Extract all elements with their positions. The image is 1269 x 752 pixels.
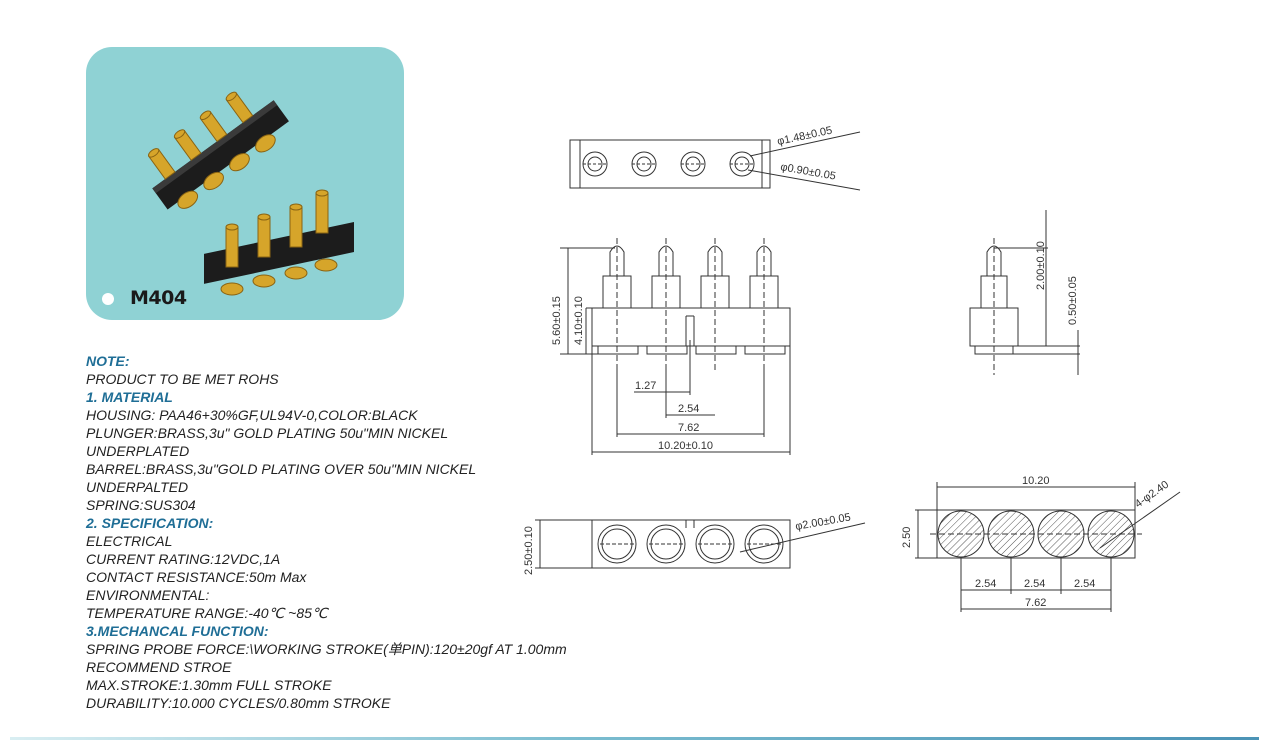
note-line: UNDERPLATED bbox=[86, 443, 190, 459]
note-heading: 2. SPECIFICATION: bbox=[86, 515, 214, 531]
dim-bottom-pad: φ2.00±0.05 bbox=[794, 511, 851, 533]
note-line: CURRENT RATING:12VDC,1A bbox=[86, 551, 281, 567]
dim-span: 7.62 bbox=[678, 422, 699, 434]
note-line: TEMPERATURE RANGE:-40℃ ~85℃ bbox=[86, 605, 328, 621]
dim-pcb-length: 10.20 bbox=[1022, 475, 1050, 487]
dim-side-step: 0.50±0.05 bbox=[1067, 276, 1079, 325]
note-line: DURABILITY:10.000 CYCLES/0.80mm STROKE bbox=[86, 695, 391, 711]
note-line: PLUNGER:BRASS,3u" GOLD PLATING 50u"MIN N… bbox=[86, 425, 449, 441]
footer-divider bbox=[10, 737, 1259, 740]
note-line: SPRING PROBE FORCE:\WORKING STROKE(单PIN)… bbox=[86, 641, 567, 657]
dim-height-total: 5.60±0.15 bbox=[551, 296, 563, 345]
notes-block: NOTE: PRODUCT TO BE MET ROHS 1. MATERIAL HO… bbox=[86, 352, 567, 712]
note-heading: NOTE: bbox=[86, 353, 130, 369]
note-heading: 3.MECHANCAL FUNCTION: bbox=[86, 623, 269, 639]
note-line: SPRING:SUS304 bbox=[86, 497, 196, 513]
dim-pcb-span: 7.62 bbox=[1025, 597, 1046, 609]
side-view: 2.00±0.10 0.50±0.05 bbox=[969, 210, 1080, 375]
note-line: ELECTRICAL bbox=[86, 533, 173, 549]
note-line: MAX.STROKE:1.30mm FULL STROKE bbox=[86, 677, 332, 693]
pcb-footprint: 10.20 2.50 4-φ2.40 2.54 2.54 2.54 7.62 bbox=[901, 475, 1181, 612]
dim-bottom-width: 2.50±0.10 bbox=[523, 526, 535, 575]
note-line: RECOMMEND STROE bbox=[86, 659, 232, 675]
bottom-view: 2.50±0.10 φ2.00±0.05 bbox=[523, 511, 866, 575]
note-line: HOUSING: PAA46+30%GF,UL94V-0,COLOR:BLACK bbox=[86, 407, 418, 423]
note-line: UNDERPALTED bbox=[86, 479, 189, 495]
dim-pitch: 2.54 bbox=[678, 403, 699, 415]
product-photo-card: M404 bbox=[86, 47, 404, 320]
note-line: BARREL:BRASS,3u"GOLD PLATING OVER 50u"MI… bbox=[86, 461, 477, 477]
dim-pcb-width: 2.50 bbox=[901, 527, 913, 548]
note-line: CONTACT RESISTANCE:50m Max bbox=[86, 569, 307, 585]
dim-side-stroke: 2.00±0.10 bbox=[1035, 241, 1047, 290]
dim-top-inner: φ0.90±0.05 bbox=[779, 161, 836, 183]
connector-photo bbox=[147, 91, 354, 296]
dim-pitch-half: 1.27 bbox=[635, 380, 656, 392]
note-line: ENVIRONMENTAL: bbox=[86, 587, 210, 603]
model-bullet bbox=[102, 293, 114, 305]
dim-height-housing: 4.10±0.10 bbox=[573, 296, 585, 345]
dim-pcb-hole: 4-φ2.40 bbox=[1133, 479, 1171, 511]
dim-length: 10.20±0.10 bbox=[658, 440, 713, 452]
top-view: φ1.48±0.05 φ0.90±0.05 bbox=[569, 125, 861, 191]
front-view: 5.60±0.15 4.10±0.10 1.27 2.54 7.62 10.20… bbox=[551, 238, 791, 455]
model-label: M404 bbox=[130, 287, 187, 309]
dim-pcb-pitch-3: 2.54 bbox=[1074, 578, 1095, 590]
dim-pcb-pitch-1: 2.54 bbox=[975, 578, 996, 590]
dim-pcb-pitch-2: 2.54 bbox=[1024, 578, 1045, 590]
note-line: PRODUCT TO BE MET ROHS bbox=[86, 371, 279, 387]
note-heading: 1. MATERIAL bbox=[86, 389, 173, 405]
